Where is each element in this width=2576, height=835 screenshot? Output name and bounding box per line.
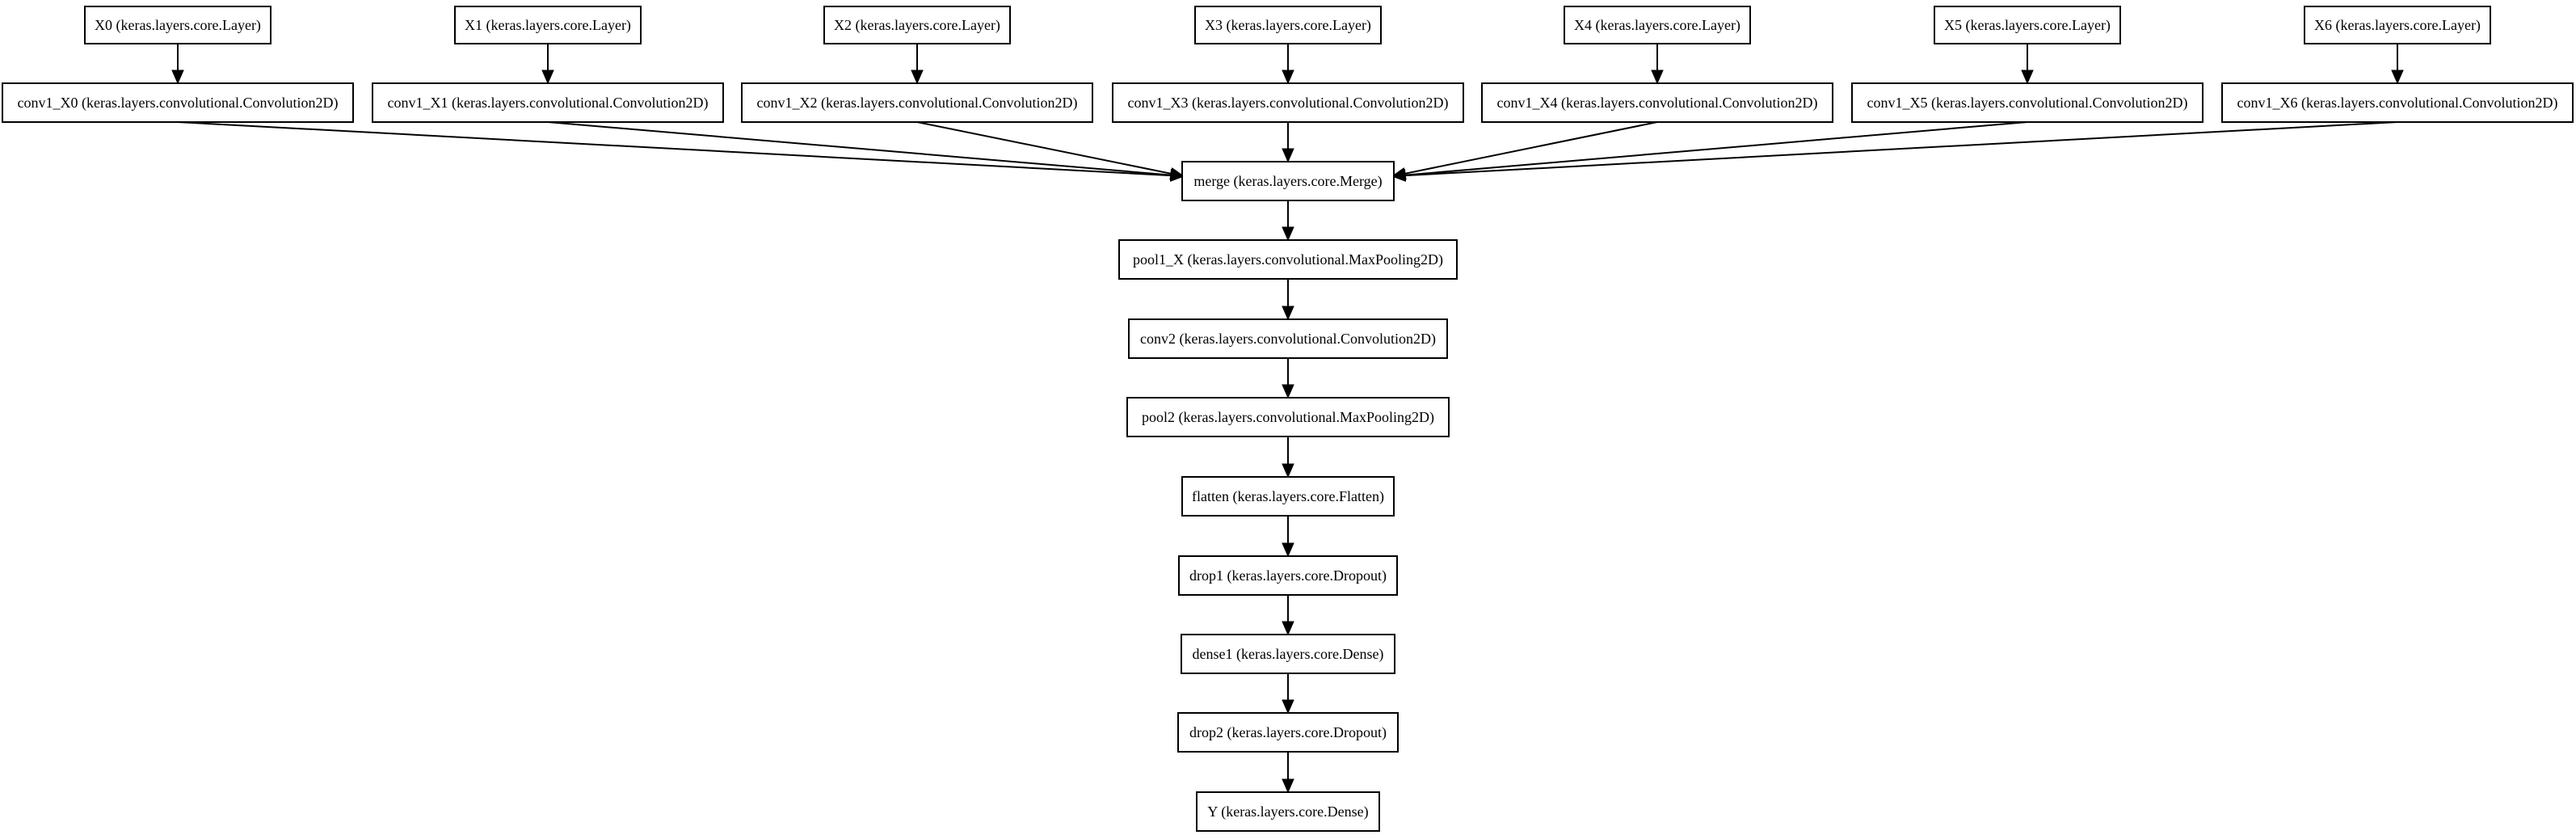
node-label: conv1_X1 (keras.layers.convolutional.Con… bbox=[388, 95, 709, 112]
node-box bbox=[1177, 712, 1399, 753]
node-label: X5 (keras.layers.core.Layer) bbox=[1944, 17, 2111, 34]
arrowhead-conv1_X3-to-merge bbox=[1282, 148, 1294, 163]
node-label: dense1 (keras.layers.core.Dense) bbox=[1193, 646, 1384, 663]
node-box bbox=[84, 6, 271, 44]
node-label: conv1_X0 (keras.layers.convolutional.Con… bbox=[18, 95, 339, 112]
node-merge: merge (keras.layers.core.Merge) bbox=[1181, 161, 1395, 201]
arrowhead-drop1-to-dense1 bbox=[1282, 621, 1294, 636]
node-conv1_X1: conv1_X1 (keras.layers.convolutional.Con… bbox=[372, 82, 724, 123]
node-box bbox=[372, 82, 724, 123]
node-box bbox=[2304, 6, 2491, 44]
node-conv1_X0: conv1_X0 (keras.layers.convolutional.Con… bbox=[2, 82, 354, 123]
node-box bbox=[1128, 318, 1448, 359]
node-box bbox=[1181, 476, 1395, 517]
node-box bbox=[1178, 555, 1398, 596]
arrowhead-X1-to-conv1_X1 bbox=[541, 70, 554, 85]
node-label: X1 (keras.layers.core.Layer) bbox=[465, 17, 631, 34]
node-box bbox=[2, 82, 354, 123]
node-box bbox=[1481, 82, 1833, 123]
node-Y: Y (keras.layers.core.Dense) bbox=[1196, 791, 1380, 832]
edge-conv1_X5-to-merge bbox=[1404, 121, 2028, 176]
node-drop2: drop2 (keras.layers.core.Dropout) bbox=[1177, 712, 1399, 753]
node-conv1_X2: conv1_X2 (keras.layers.convolutional.Con… bbox=[741, 82, 1093, 123]
node-conv1_X5: conv1_X5 (keras.layers.convolutional.Con… bbox=[1851, 82, 2203, 123]
arrowhead-X5-to-conv1_X5 bbox=[2021, 70, 2034, 85]
node-label: X2 (keras.layers.core.Layer) bbox=[834, 17, 1000, 34]
arrowhead-X2-to-conv1_X2 bbox=[911, 70, 924, 85]
edge-conv1_X0-to-merge bbox=[177, 121, 1172, 177]
edge-conv1_X1-to-merge bbox=[547, 121, 1172, 176]
edge-conv1_X4-to-merge bbox=[1404, 121, 1658, 175]
node-box bbox=[1112, 82, 1464, 123]
node-label: X3 (keras.layers.core.Layer) bbox=[1205, 17, 1371, 34]
node-label: drop2 (keras.layers.core.Dropout) bbox=[1189, 724, 1387, 741]
node-label: pool1_X (keras.layers.convolutional.MaxP… bbox=[1133, 251, 1443, 268]
node-pool1_X: pool1_X (keras.layers.convolutional.MaxP… bbox=[1118, 239, 1458, 280]
node-drop1: drop1 (keras.layers.core.Dropout) bbox=[1178, 555, 1398, 596]
node-label: X4 (keras.layers.core.Layer) bbox=[1574, 17, 1740, 34]
node-box bbox=[1126, 397, 1450, 437]
node-label: conv1_X2 (keras.layers.convolutional.Con… bbox=[757, 95, 1078, 112]
arrowhead-X3-to-conv1_X3 bbox=[1282, 70, 1294, 85]
arrowhead-X6-to-conv1_X6 bbox=[2391, 70, 2404, 85]
arrowhead-conv1_X2-to-merge bbox=[1169, 167, 1185, 180]
node-box bbox=[1196, 791, 1380, 832]
edges bbox=[171, 44, 2404, 794]
edge-conv1_X2-to-merge bbox=[916, 121, 1172, 175]
node-label: merge (keras.layers.core.Merge) bbox=[1193, 173, 1382, 190]
node-pool2: pool2 (keras.layers.convolutional.MaxPoo… bbox=[1126, 397, 1450, 437]
node-X2: X2 (keras.layers.core.Layer) bbox=[823, 6, 1011, 44]
arrowhead-dense1-to-drop2 bbox=[1282, 699, 1294, 715]
node-label: conv2 (keras.layers.convolutional.Convol… bbox=[1140, 331, 1436, 348]
arrowhead-X4-to-conv1_X4 bbox=[1651, 70, 1664, 85]
node-box bbox=[2221, 82, 2574, 123]
node-box bbox=[1934, 6, 2121, 44]
node-X0: X0 (keras.layers.core.Layer) bbox=[84, 6, 271, 44]
node-box bbox=[1118, 239, 1458, 280]
node-box bbox=[1564, 6, 1751, 44]
node-box bbox=[1194, 6, 1382, 44]
node-conv1_X4: conv1_X4 (keras.layers.convolutional.Con… bbox=[1481, 82, 1833, 123]
arrowhead-pool2-to-flatten bbox=[1282, 463, 1294, 479]
nodes: X0 (keras.layers.core.Layer) X1 (keras.la… bbox=[2, 6, 2574, 832]
node-label: flatten (keras.layers.core.Flatten) bbox=[1192, 488, 1384, 505]
node-box bbox=[1851, 82, 2203, 123]
node-box bbox=[823, 6, 1011, 44]
node-label: Y (keras.layers.core.Dense) bbox=[1207, 803, 1368, 820]
arrowhead-X0-to-conv1_X0 bbox=[171, 70, 184, 85]
node-label: X0 (keras.layers.core.Layer) bbox=[95, 17, 261, 34]
node-dense1: dense1 (keras.layers.core.Dense) bbox=[1181, 634, 1395, 674]
arrowhead-pool1_X-to-conv2 bbox=[1282, 306, 1294, 321]
node-X4: X4 (keras.layers.core.Layer) bbox=[1564, 6, 1751, 44]
node-label: conv1_X3 (keras.layers.convolutional.Con… bbox=[1128, 95, 1449, 112]
node-label: drop1 (keras.layers.core.Dropout) bbox=[1189, 567, 1387, 584]
arrowhead-conv1_X6-to-merge bbox=[1391, 169, 1406, 182]
edge-conv1_X6-to-merge bbox=[1404, 121, 2398, 177]
node-box bbox=[1181, 634, 1395, 674]
node-box bbox=[1181, 161, 1395, 201]
node-conv2: conv2 (keras.layers.convolutional.Convol… bbox=[1128, 318, 1448, 359]
arrowhead-flatten-to-drop1 bbox=[1282, 542, 1294, 558]
node-flatten: flatten (keras.layers.core.Flatten) bbox=[1181, 476, 1395, 517]
node-conv1_X6: conv1_X6 (keras.layers.convolutional.Con… bbox=[2221, 82, 2574, 123]
node-box bbox=[741, 82, 1093, 123]
arrowhead-merge-to-pool1_X bbox=[1282, 226, 1294, 242]
node-label: conv1_X4 (keras.layers.convolutional.Con… bbox=[1497, 95, 1818, 112]
arrowhead-drop2-to-Y bbox=[1282, 778, 1294, 794]
node-label: X6 (keras.layers.core.Layer) bbox=[2314, 17, 2481, 34]
node-label: conv1_X5 (keras.layers.convolutional.Con… bbox=[1867, 95, 2188, 112]
node-X1: X1 (keras.layers.core.Layer) bbox=[454, 6, 642, 44]
arrowhead-conv2-to-pool2 bbox=[1282, 384, 1294, 399]
node-X3: X3 (keras.layers.core.Layer) bbox=[1194, 6, 1382, 44]
node-conv1_X3: conv1_X3 (keras.layers.convolutional.Con… bbox=[1112, 82, 1464, 123]
node-label: conv1_X6 (keras.layers.convolutional.Con… bbox=[2237, 95, 2558, 112]
node-box bbox=[454, 6, 642, 44]
node-label: pool2 (keras.layers.convolutional.MaxPoo… bbox=[1142, 409, 1434, 426]
node-X6: X6 (keras.layers.core.Layer) bbox=[2304, 6, 2491, 44]
node-X5: X5 (keras.layers.core.Layer) bbox=[1934, 6, 2121, 44]
